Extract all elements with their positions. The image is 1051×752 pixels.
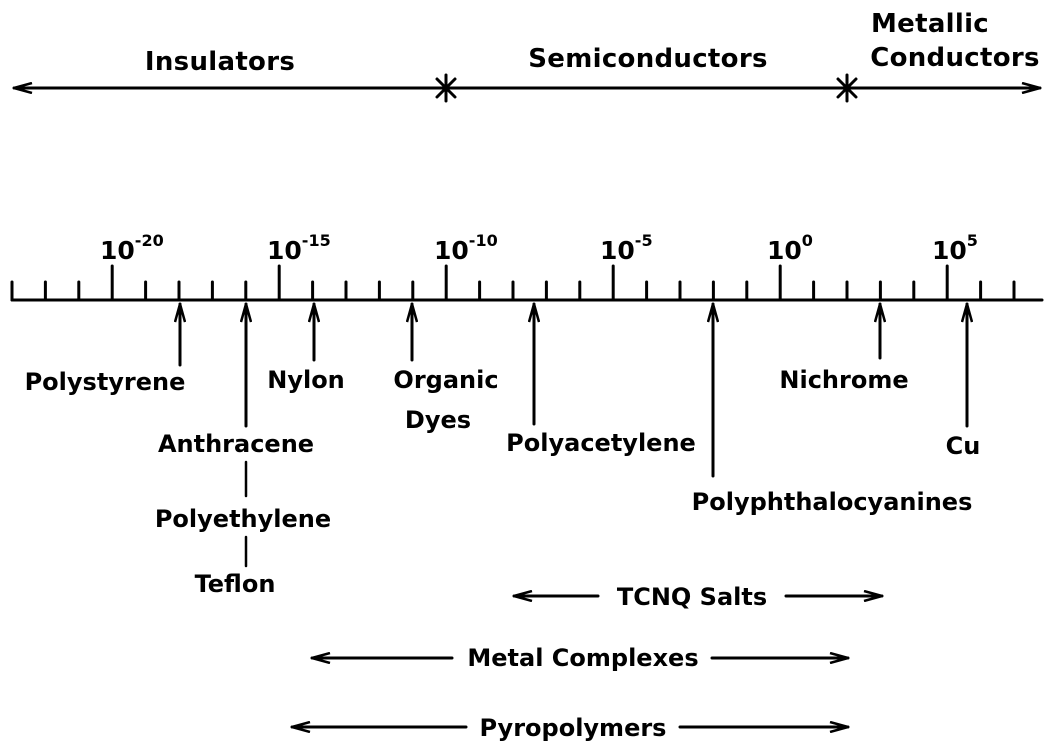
material-class-ranges: TCNQ Salts Metal Complexes Pyropolymers (290, 583, 884, 742)
boundary-marker-left (435, 73, 457, 103)
label-nichrome: Nichrome (779, 366, 908, 394)
tick-label-1e-5: 10-5 (600, 231, 653, 265)
label-anthracene: Anthracene (158, 430, 314, 458)
region-header: Insulators Semiconductors Metallic Condu… (12, 9, 1042, 103)
label-polyethylene: Polyethylene (155, 505, 331, 533)
tick-label-1e5: 105 (932, 231, 978, 265)
scale-axis: 10-20 10-15 10-10 10-5 100 105 (10, 231, 1044, 302)
label-nylon: Nylon (267, 366, 345, 394)
region-label-metallic: Metallic (871, 9, 989, 39)
tick-label-1e0: 100 (767, 231, 813, 265)
label-organic-dyes-line1: Organic (393, 366, 498, 394)
label-organic-dyes-line2: Dyes (405, 406, 471, 434)
tick-label-1e-10: 10-10 (434, 231, 498, 265)
label-polyphthalocyanines: Polyphthalocyanines (692, 488, 973, 516)
label-tcnq-salts: TCNQ Salts (617, 583, 767, 611)
label-teflon: Teflon (195, 570, 276, 598)
tick-label-1e-15: 10-15 (267, 231, 331, 265)
region-label-insulators: Insulators (145, 47, 295, 77)
boundary-marker-right (836, 73, 858, 103)
material-pointers: Polystyrene Anthracene Polyethylene Tefl… (25, 302, 981, 598)
region-label-semiconductors: Semiconductors (528, 44, 767, 74)
major-tick-labels: 10-20 10-15 10-10 10-5 100 105 (100, 231, 978, 265)
region-label-conductors: Conductors (870, 43, 1040, 73)
tick-label-1e-20: 10-20 (100, 231, 164, 265)
label-pyropolymers: Pyropolymers (480, 714, 667, 742)
label-metal-complexes: Metal Complexes (467, 644, 698, 672)
label-polyacetylene: Polyacetylene (506, 429, 696, 457)
minor-ticks (10, 264, 1016, 302)
label-cu: Cu (946, 432, 981, 460)
label-polystyrene: Polystyrene (25, 368, 186, 396)
